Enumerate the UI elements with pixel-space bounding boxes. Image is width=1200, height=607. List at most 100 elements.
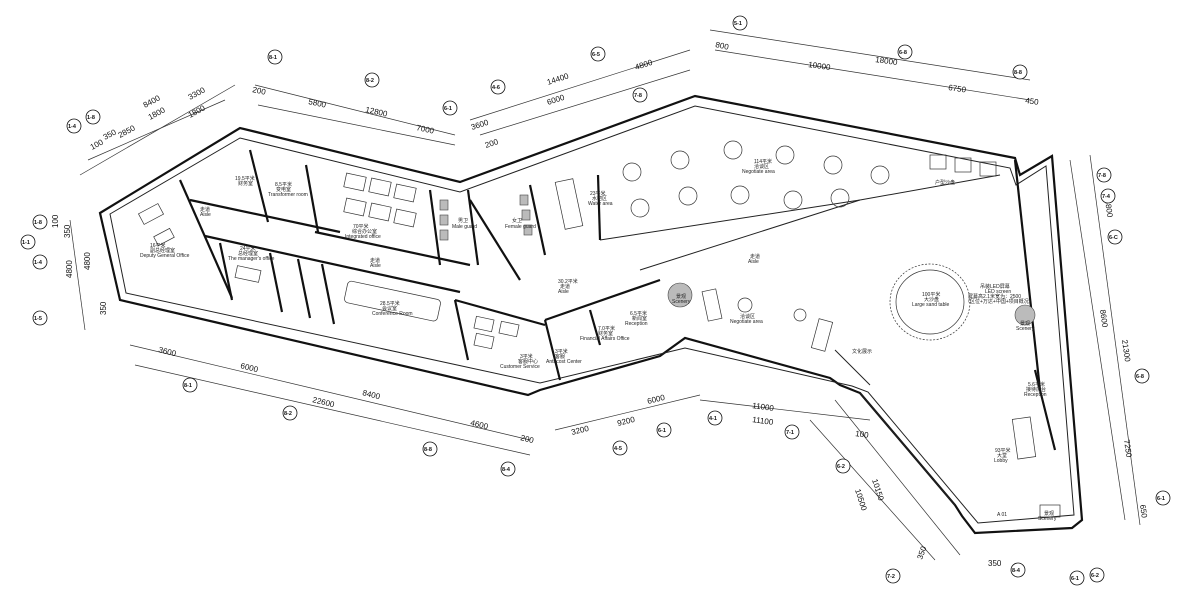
svg-text:3600: 3600 [158, 345, 178, 358]
svg-text:7-1: 7-1 [786, 430, 794, 436]
grid-bubble: 5-1 [732, 15, 748, 31]
grid-bubble: 1-4 [66, 118, 82, 134]
grid-bubble: 8-2 [364, 72, 380, 88]
svg-text:6-1: 6-1 [1071, 576, 1079, 582]
grid-bubble: 6-5 [590, 46, 606, 62]
grid-bubble: 8-1 [267, 49, 283, 65]
svg-text:LED screen: LED screen [985, 289, 1011, 295]
grid-bubble: 6-2 [835, 458, 851, 474]
grid-bubble: 6-1 [442, 100, 458, 116]
grid-bubble: 7-4 [1100, 188, 1116, 204]
svg-text:Negotiate area: Negotiate area [730, 319, 763, 325]
svg-text:3平米: 3平米 [520, 353, 533, 360]
svg-text:Aisle: Aisle [748, 259, 759, 265]
svg-text:22600: 22600 [312, 395, 336, 409]
svg-text:户型沙盘: 户型沙盘 [935, 179, 955, 186]
svg-text:大沙盘: 大沙盘 [924, 296, 939, 303]
grid-bubble: 6-8 [1134, 368, 1150, 384]
grid-bubbles: 8-1 8-2 6-1 4-6 6-5 7-8 5-1 6-8 8-8 1-8 … [20, 15, 1171, 586]
svg-text:副总经理室: 副总经理室 [150, 247, 175, 254]
room-label-lobby: 93平米 大堂 Lobby [994, 447, 1011, 464]
svg-text:6750: 6750 [948, 83, 967, 94]
grid-bubble: 7-8 [1096, 167, 1112, 183]
svg-text:93平米: 93平米 [995, 447, 1011, 454]
room-label-culture-display: 文化展示 [852, 348, 872, 355]
svg-text:6-1: 6-1 [444, 106, 452, 112]
furniture [137, 140, 1061, 518]
negotiate-tables [622, 140, 890, 218]
svg-text:1-5: 1-5 [34, 316, 42, 322]
svg-text:23平米: 23平米 [590, 190, 606, 197]
svg-text:8-2: 8-2 [284, 411, 292, 417]
svg-text:Female guard: Female guard [505, 224, 536, 230]
svg-text:Scenery: Scenery [1038, 516, 1057, 522]
grid-bubble: 6-1 [1155, 490, 1171, 506]
svg-text:变电室: 变电室 [276, 186, 291, 193]
svg-text:Lobby: Lobby [994, 458, 1008, 464]
svg-text:100: 100 [89, 137, 105, 151]
svg-text:8-2: 8-2 [366, 78, 374, 84]
svg-text:100: 100 [51, 214, 60, 228]
dimension-lines [69, 29, 1141, 561]
svg-text:6-5: 6-5 [592, 52, 600, 58]
svg-text:200: 200 [484, 137, 500, 150]
svg-text:10500: 10500 [853, 488, 869, 512]
svg-text:18000: 18000 [875, 55, 899, 67]
svg-text:会议室: 会议室 [382, 305, 397, 312]
room-label-front-desk: 5.6平米 接待前台 Reception [1024, 381, 1047, 398]
svg-text:1800: 1800 [187, 103, 207, 120]
svg-text:客服: 客服 [555, 353, 565, 360]
svg-text:350: 350 [915, 545, 928, 561]
grid-bubble: 6-C [1107, 229, 1123, 245]
svg-text:8400: 8400 [362, 388, 382, 401]
svg-text:财务室: 财务室 [598, 330, 613, 337]
svg-text:30.2平米: 30.2平米 [558, 278, 578, 285]
svg-text:8-8: 8-8 [424, 447, 432, 453]
svg-text:100平米: 100平米 [922, 291, 940, 298]
svg-text:Aisle: Aisle [558, 289, 569, 295]
svg-text:走道: 走道 [750, 253, 760, 260]
svg-text:11000: 11000 [752, 401, 775, 413]
svg-text:7.0平米: 7.0平米 [598, 325, 615, 332]
svg-text:（区位+万达+中国+项目概况）: （区位+万达+中国+项目概况） [965, 298, 1034, 305]
svg-text:6-8: 6-8 [1136, 374, 1144, 380]
svg-text:6000: 6000 [240, 361, 260, 374]
grid-bubble: 8-4 [500, 461, 516, 477]
svg-text:8-8: 8-8 [1014, 70, 1022, 76]
room-label-scenery-1: 景观 Scenery [672, 293, 691, 305]
svg-text:8-1: 8-1 [184, 383, 192, 389]
svg-text:8600: 8600 [1098, 309, 1109, 328]
room-label-customer-service: 3平米 客服中心 Customer Service [500, 353, 540, 370]
svg-text:800: 800 [715, 40, 730, 52]
svg-text:Water area: Water area [588, 201, 613, 207]
svg-text:4-6: 4-6 [492, 85, 500, 91]
svg-text:10000: 10000 [808, 60, 832, 72]
svg-text:350: 350 [988, 559, 1002, 568]
svg-text:11100: 11100 [752, 415, 775, 427]
room-label-male-toilet: 男卫 Male guard [452, 218, 477, 230]
svg-text:4800: 4800 [65, 260, 74, 278]
svg-text:8-4: 8-4 [502, 467, 511, 473]
svg-text:4800: 4800 [83, 252, 92, 270]
svg-text:1-4: 1-4 [68, 124, 77, 130]
svg-text:2850: 2850 [117, 123, 137, 140]
svg-text:7-2: 7-2 [887, 574, 895, 580]
svg-text:6-2: 6-2 [837, 464, 845, 470]
svg-text:6000: 6000 [646, 393, 666, 406]
grid-bubble: 7-8 [632, 87, 648, 103]
svg-text:8-1: 8-1 [269, 55, 277, 61]
svg-text:走道: 走道 [560, 283, 570, 290]
svg-text:Anti-cost Center: Anti-cost Center [546, 359, 582, 365]
room-label-anti-cost: 3平米 客服 Anti-cost Center [546, 348, 582, 365]
room-label-reception-room: 6.5平米 新闻室 Reception [625, 310, 648, 327]
svg-text:3平米: 3平米 [555, 348, 568, 355]
svg-text:4800: 4800 [634, 58, 654, 72]
room-label-aisle-2: 走道 Aisle [370, 257, 381, 269]
svg-text:100: 100 [855, 429, 870, 440]
svg-text:9200: 9200 [616, 415, 636, 428]
exterior-walls [98, 94, 1084, 535]
svg-text:Large sand table: Large sand table [912, 302, 949, 308]
svg-text:屏幕高2.1米宽为：2500: 屏幕高2.1米宽为：2500 [968, 293, 1021, 300]
svg-text:综合办公室: 综合办公室 [352, 228, 377, 235]
svg-text:6-2: 6-2 [1091, 573, 1099, 579]
